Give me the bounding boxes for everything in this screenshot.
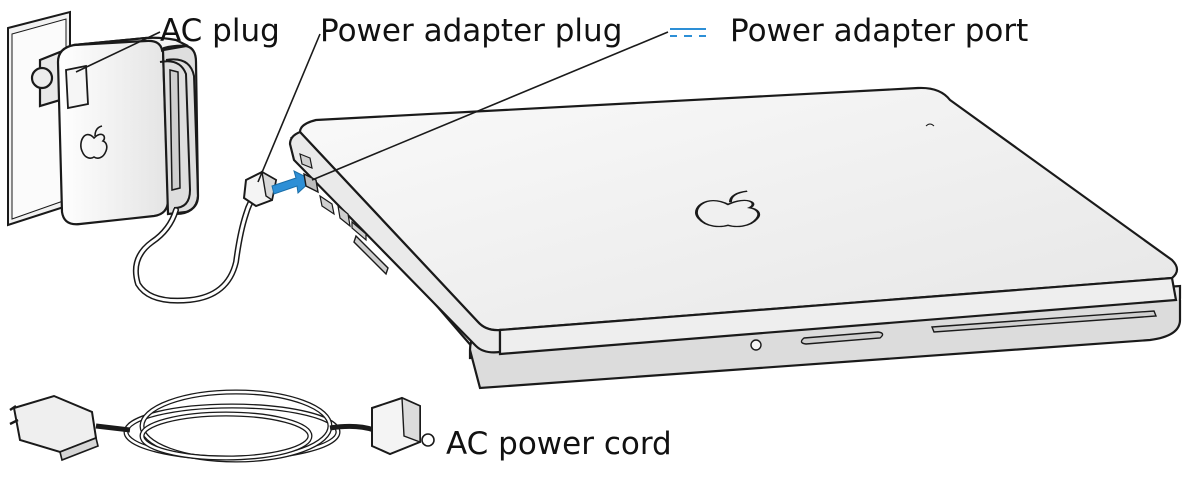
laptop — [288, 86, 1182, 390]
label-ac-power-cord: AC power cord — [446, 426, 672, 462]
dc-power-symbol-icon — [670, 28, 706, 37]
arrow-right-icon — [271, 170, 313, 195]
label-power-adapter-port: Power adapter port — [730, 13, 1029, 49]
ac-power-cord — [9, 389, 435, 463]
apple-logo-icon — [695, 190, 761, 228]
adapter-cable — [132, 189, 261, 304]
label-power-adapter-plug: Power adapter plug — [320, 13, 623, 49]
apple-logo-icon — [80, 125, 108, 159]
power-adapter-plug — [242, 170, 278, 208]
power-adapter — [30, 36, 200, 226]
small-mark — [925, 123, 935, 127]
callout-lines — [75, 31, 669, 183]
label-ac-plug: AC plug — [160, 13, 280, 49]
